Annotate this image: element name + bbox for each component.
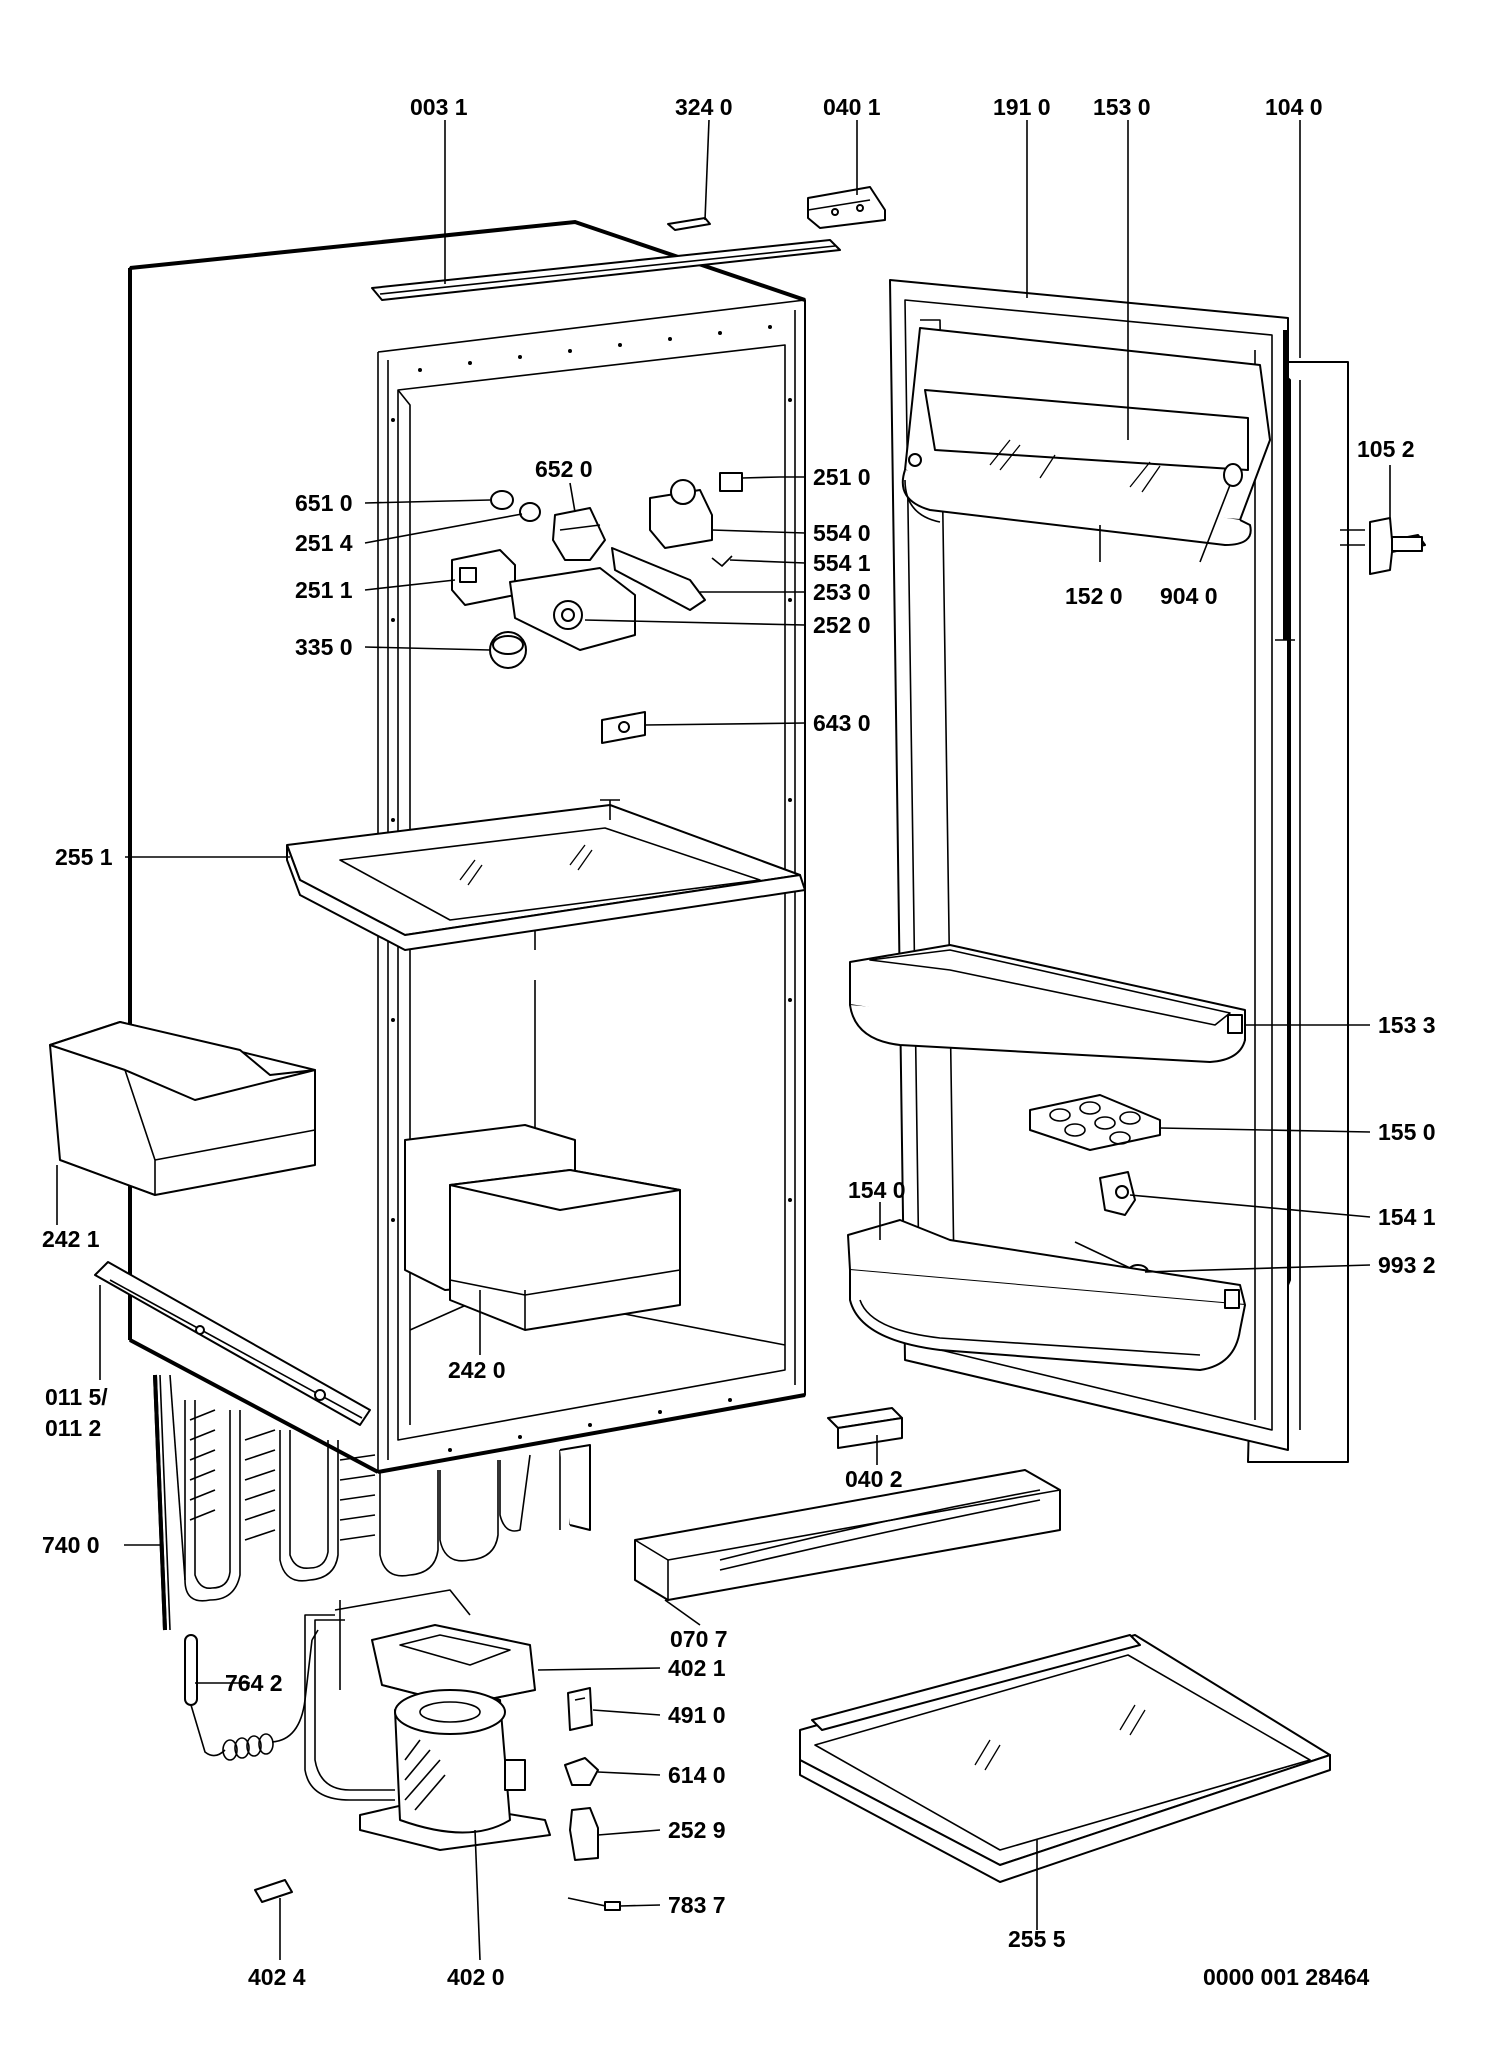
ventilation-grille	[634, 1469, 1061, 1601]
label-651-0: 651 0	[295, 490, 353, 516]
label-614-0: 614 0	[668, 1762, 726, 1788]
drip-tray	[334, 1589, 536, 1706]
document-number: 0000 001 28464	[1203, 1964, 1369, 1990]
starter-part	[569, 1807, 599, 1861]
label-324-0: 324 0	[675, 94, 733, 120]
bottom-trim-strip	[94, 1261, 371, 1426]
top-trim-strip	[371, 239, 841, 301]
label-153-0: 153 0	[1093, 94, 1151, 120]
label-003-1: 003 1	[410, 94, 468, 120]
overload-protector	[564, 1757, 599, 1786]
compressor-clip	[254, 1879, 293, 1903]
label-154-1: 154 1	[1378, 1204, 1436, 1230]
compressor	[304, 1614, 551, 1851]
side-hinge	[1340, 517, 1426, 575]
label-554-1: 554 1	[813, 550, 871, 576]
thermostat-light-assembly	[451, 472, 743, 744]
crisper-drawer-242-0	[404, 1124, 681, 1331]
clip-part	[667, 217, 711, 231]
glass-shelf-bottom	[799, 1634, 1331, 1883]
label-783-7: 783 7	[668, 1892, 726, 1918]
label-252-9: 252 9	[668, 1817, 726, 1843]
label-040-2: 040 2	[845, 1466, 903, 1492]
label-402-4: 402 4	[248, 1964, 306, 1990]
bottom-hinge	[827, 1407, 903, 1449]
label-251-4: 251 4	[295, 530, 353, 556]
label-105-2: 105 2	[1357, 436, 1415, 462]
label-251-1: 251 1	[295, 577, 353, 603]
label-152-0: 152 0	[1065, 583, 1123, 609]
label-491-0: 491 0	[668, 1702, 726, 1728]
label-740-0: 740 0	[42, 1532, 100, 1558]
label-252-0: 252 0	[813, 612, 871, 638]
crisper-drawer-242-1	[49, 1021, 316, 1196]
relay-part	[567, 1687, 593, 1731]
label-764-2: 764 2	[225, 1670, 283, 1696]
label-104-0: 104 0	[1265, 94, 1323, 120]
label-040-1: 040 1	[823, 94, 881, 120]
label-154-0: 154 0	[848, 1177, 906, 1203]
label-070-7: 070 7	[670, 1626, 728, 1652]
label-643-0: 643 0	[813, 710, 871, 736]
label-993-2: 993 2	[1378, 1252, 1436, 1278]
label-242-0: 242 0	[448, 1357, 506, 1383]
label-335-0: 335 0	[295, 634, 353, 660]
label-253-0: 253 0	[813, 579, 871, 605]
label-011-5: 011 5/	[45, 1384, 108, 1410]
door-assembly	[847, 279, 1349, 1463]
drain-tube	[153, 1374, 167, 1631]
label-255-1: 255 1	[55, 844, 113, 870]
callout-labels: 003 1 324 0 040 1 191 0 153 0 104 0 105 …	[42, 94, 1436, 1990]
label-554-0: 554 0	[813, 520, 871, 546]
leader-lines	[56, 119, 1391, 1961]
glass-shelf-upper	[286, 799, 806, 951]
label-153-3: 153 3	[1378, 1012, 1436, 1038]
label-402-1: 402 1	[668, 1655, 726, 1681]
label-251-0: 251 0	[813, 464, 871, 490]
label-191-0: 191 0	[993, 94, 1051, 120]
label-242-1: 242 1	[42, 1226, 100, 1252]
label-255-5: 255 5	[1008, 1926, 1066, 1952]
label-155-0: 155 0	[1378, 1119, 1436, 1145]
top-hinge	[807, 186, 886, 229]
label-011-2: 011 2	[45, 1415, 101, 1441]
label-904-0: 904 0	[1160, 583, 1218, 609]
label-652-0: 652 0	[535, 456, 593, 482]
lead-wire	[567, 1897, 621, 1911]
label-402-0: 402 0	[447, 1964, 505, 1990]
capillary-thermostat-probe	[184, 1629, 319, 1761]
